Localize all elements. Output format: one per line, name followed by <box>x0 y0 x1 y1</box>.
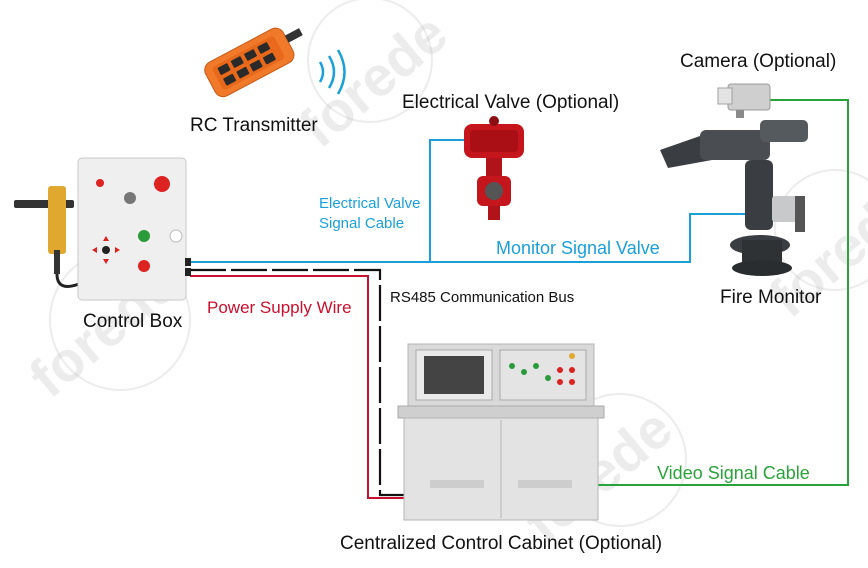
control-box <box>14 157 191 301</box>
rs485-bus-label: RS485 Communication Bus <box>390 289 574 306</box>
control-box-label: Control Box <box>83 311 183 332</box>
valve-cable-label-line2: Signal Cable <box>319 215 404 232</box>
fire-monitor-label: Fire Monitor <box>720 287 822 308</box>
valve-cable-label-line1: Electrical Valve <box>319 195 420 212</box>
monitor-signal-valve-label: Monitor Signal Valve <box>496 238 660 258</box>
video-signal-cable-label: Video Signal Cable <box>657 463 810 483</box>
video-signal-cable <box>595 99 849 486</box>
rc-transmitter-label: RC Transmitter <box>190 115 318 136</box>
rs485-bus-cable <box>190 268 410 497</box>
valve-signal-cable <box>429 139 470 262</box>
camera <box>717 83 771 118</box>
fire-monitor <box>660 120 808 276</box>
wireless-icon <box>318 61 325 83</box>
cables <box>190 99 849 499</box>
electrical-valve-label: Electrical Valve (Optional) <box>402 92 619 113</box>
labels: RC Transmitter Electrical Valve (Optiona… <box>83 51 836 554</box>
electrical-valve <box>464 116 524 220</box>
power-supply-cable <box>190 275 410 499</box>
power-supply-wire-label: Power Supply Wire <box>207 298 352 317</box>
camera-label: Camera (Optional) <box>680 51 836 72</box>
rc-transmitter <box>204 27 346 98</box>
control-cabinet <box>397 343 605 521</box>
cabinet-label: Centralized Control Cabinet (Optional) <box>340 533 662 554</box>
monitor-signal-cable <box>190 213 770 263</box>
